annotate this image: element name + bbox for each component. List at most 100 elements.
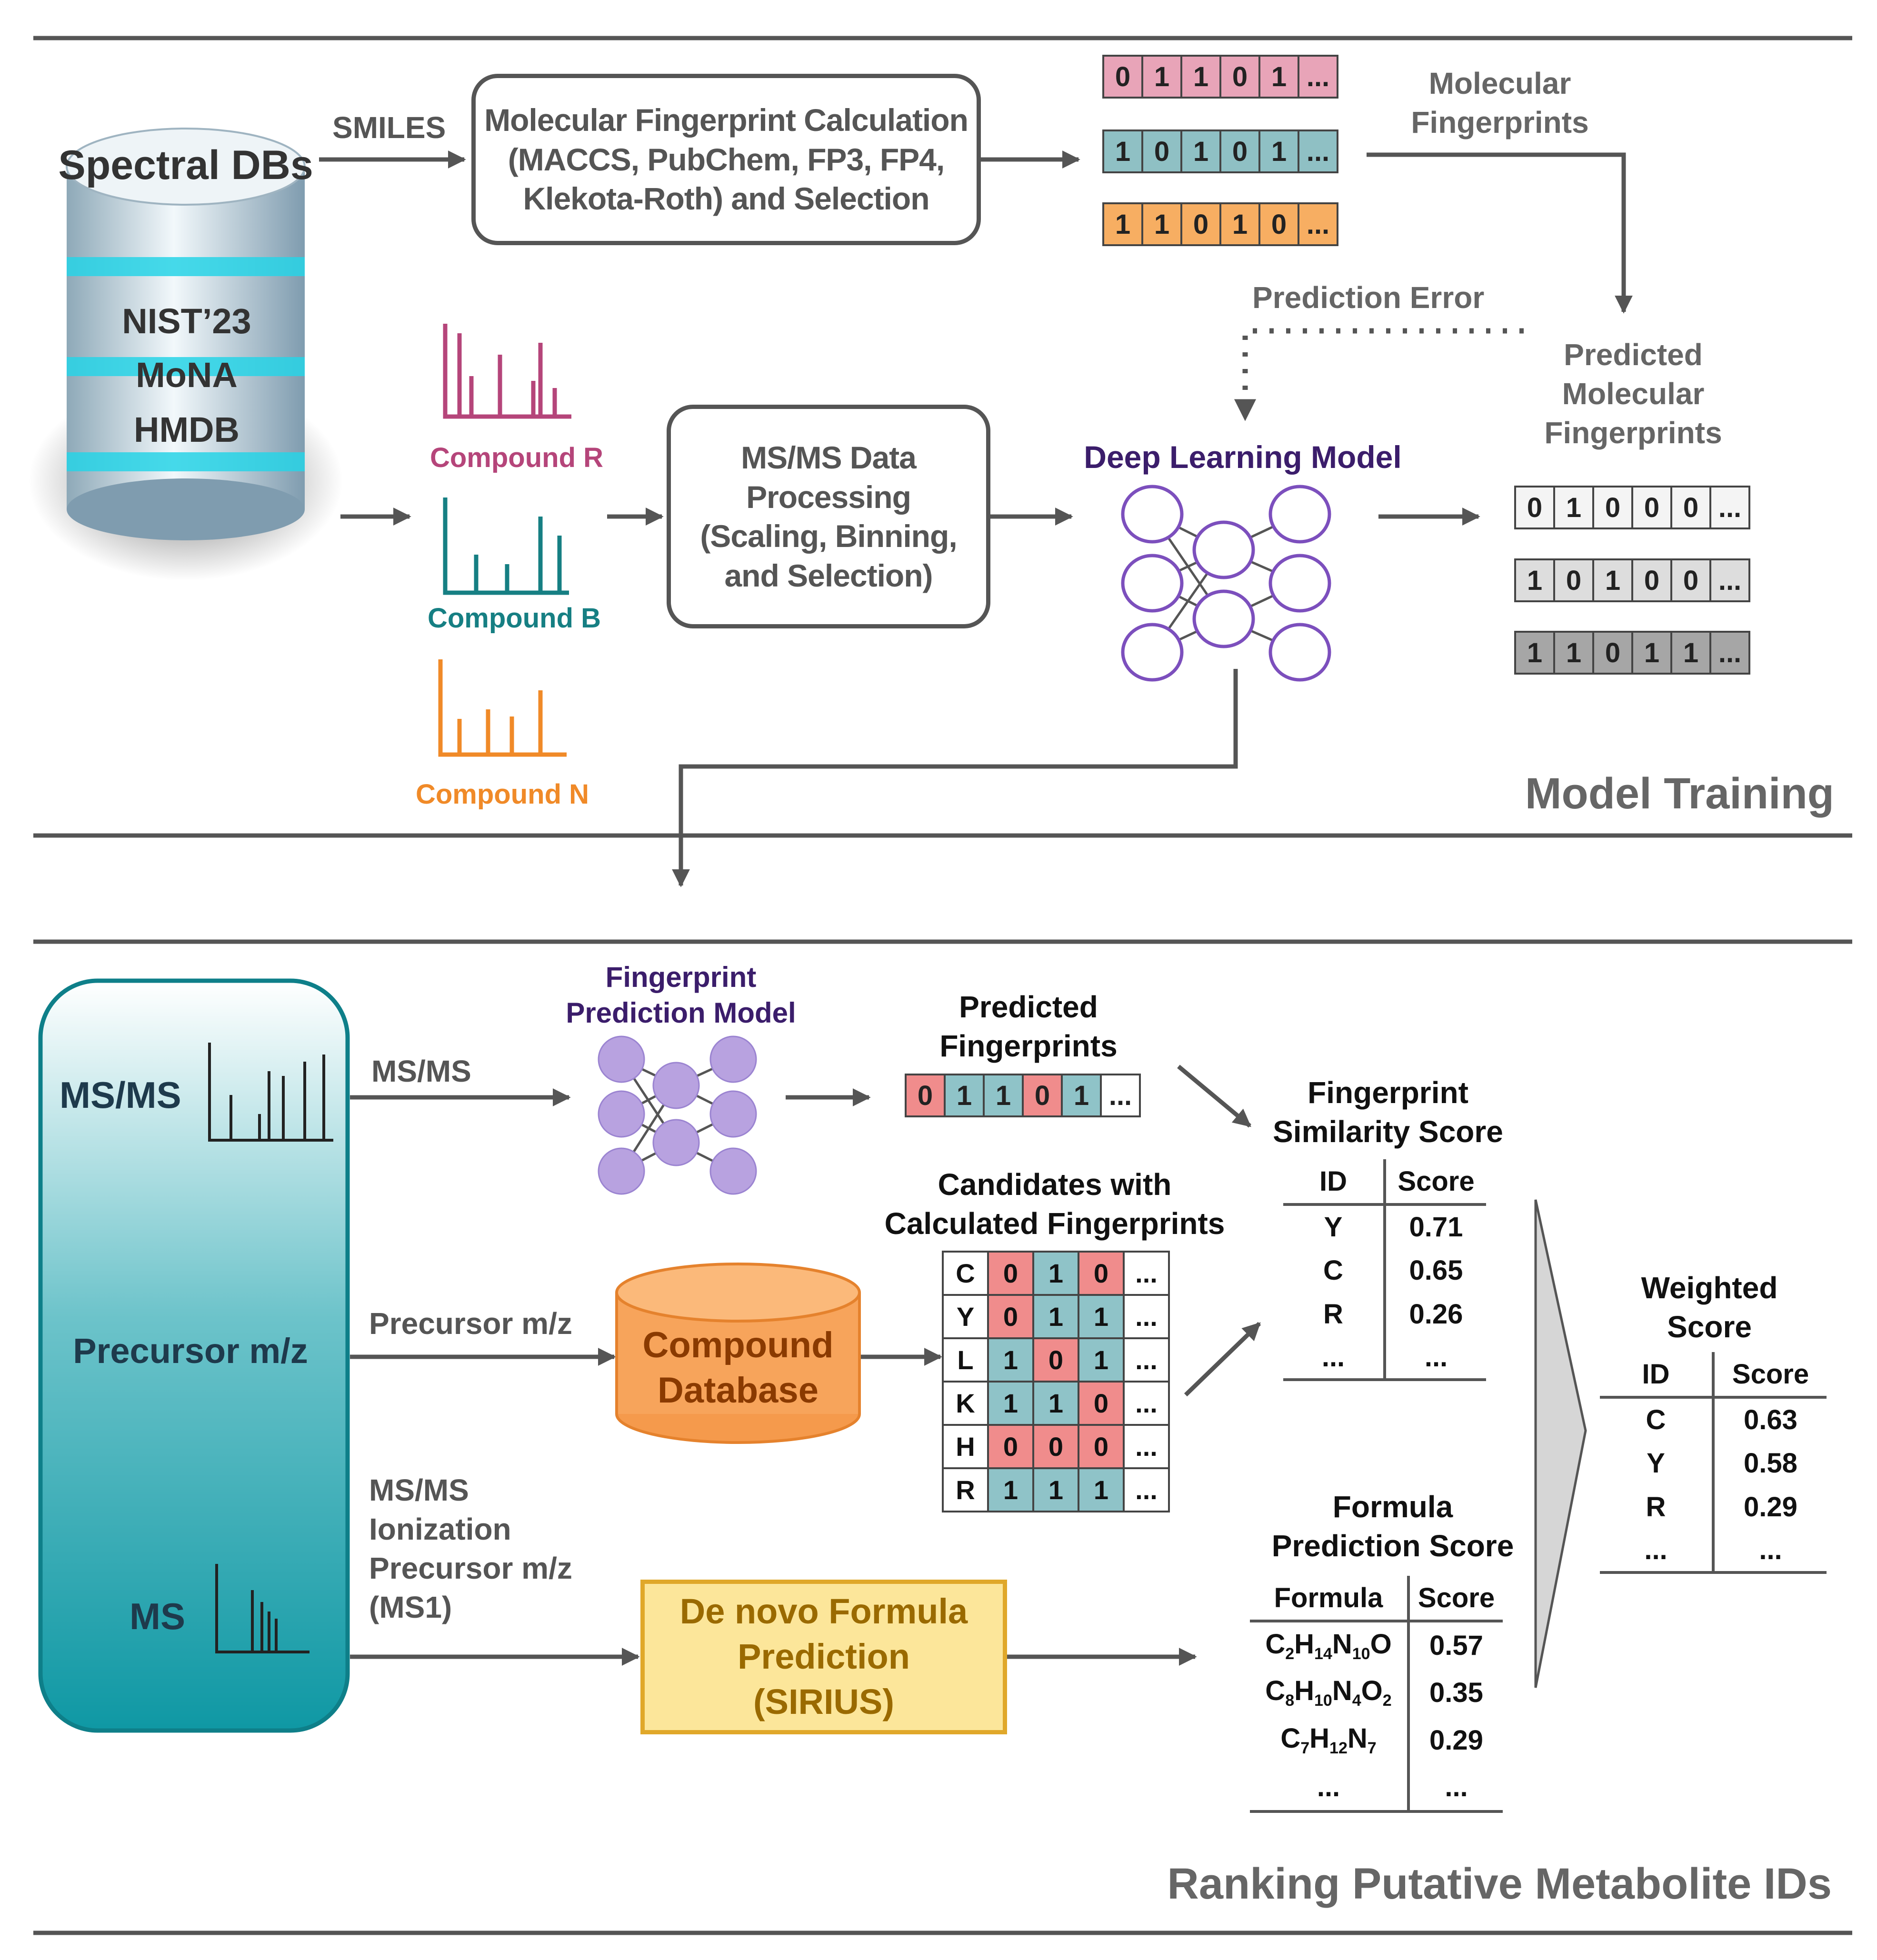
deep-learning-model-title: Deep Learning Model <box>1084 439 1402 475</box>
msms-arrow-label: MS/MS <box>371 1054 471 1088</box>
pfp1-bit-3: 0 <box>1592 486 1633 529</box>
precursor-arrow-label: Precursor m/z <box>369 1306 572 1341</box>
cell-score: 0.35 <box>1429 1677 1483 1708</box>
pfp2-more: ... <box>1709 558 1750 602</box>
ms-box-line-1: MS/MS Data <box>741 440 917 475</box>
fingerprint-row-3: 1 1 0 1 0 ... <box>1102 202 1338 246</box>
candidate-bit: 1 <box>1032 1294 1079 1339</box>
predicted-fp-row-3: 1 1 0 1 1 ... <box>1514 631 1750 675</box>
candidate-bit: 1 <box>987 1337 1034 1383</box>
candidate-bit: 0 <box>987 1424 1034 1469</box>
candidate-more: ... <box>1123 1251 1170 1296</box>
table-row: L 1 0 1 ... <box>942 1337 1170 1383</box>
fp3-bit-5: 0 <box>1258 202 1299 246</box>
fp-prediction-nodes <box>598 1035 757 1195</box>
candidate-id: R <box>942 1467 989 1512</box>
input-panel <box>38 978 350 1733</box>
table-row: R 1 1 1 ... <box>942 1467 1170 1512</box>
cell-score: ... <box>1713 1529 1827 1574</box>
pfp2-bit-5: 0 <box>1670 558 1711 602</box>
cell-score: ... <box>1385 1336 1486 1381</box>
predicted-fp-row-2: 1 0 1 0 0 ... <box>1514 558 1750 602</box>
rfp-bit-5: 1 <box>1061 1074 1102 1117</box>
calc-box-line-1: Molecular Fingerprint Calculation <box>484 102 968 138</box>
candidate-bit: 1 <box>1078 1337 1125 1383</box>
db-item-hmdb: HMDB <box>134 410 240 449</box>
compound-n-label: Compound N <box>415 779 589 810</box>
candidate-id: Y <box>942 1294 989 1339</box>
column-header: Score <box>1408 1576 1503 1622</box>
pfp2-bit-4: 0 <box>1631 558 1672 602</box>
table-row: ...... <box>1283 1336 1486 1381</box>
cell-score: 0.65 <box>1409 1254 1463 1286</box>
table-row: ...... <box>1600 1529 1827 1574</box>
pfp2-bit-1: 1 <box>1514 558 1555 602</box>
candidate-bit: 1 <box>987 1381 1034 1426</box>
candidate-bit: 0 <box>987 1294 1034 1339</box>
candidate-bit: 1 <box>1032 1381 1079 1426</box>
cell-score: 0.29 <box>1744 1491 1797 1522</box>
fp3-more: ... <box>1298 202 1338 246</box>
table-row: K 1 1 0 ... <box>942 1381 1170 1426</box>
fp3-bit-3: 0 <box>1180 202 1221 246</box>
candidate-id: H <box>942 1424 989 1469</box>
db-item-nist: NIST’23 <box>122 301 251 341</box>
pfp2-bit-2: 0 <box>1553 558 1594 602</box>
ranking-arrows <box>350 1065 1261 1666</box>
compound-database-icon <box>615 1263 861 1444</box>
panel-precursor-label: Precursor m/z <box>73 1331 308 1371</box>
column-header: Formula <box>1250 1576 1410 1622</box>
smiles-label: SMILES <box>332 110 446 145</box>
cell-score: 0.63 <box>1744 1404 1797 1435</box>
pfp1-bit-4: 0 <box>1631 486 1672 529</box>
candidate-bit: 0 <box>1032 1424 1079 1469</box>
table-row: C 0.65 <box>1283 1248 1486 1292</box>
pfp1-more: ... <box>1709 486 1750 529</box>
table-row: R 0.29 <box>1600 1485 1827 1529</box>
compound-r-label: Compound R <box>429 442 604 473</box>
fp2-more: ... <box>1298 129 1338 173</box>
candidate-id: C <box>942 1251 989 1296</box>
cell-id: C <box>1283 1248 1386 1292</box>
table-row: H 0 0 0 ... <box>942 1424 1170 1469</box>
ms-box-line-2: Processing <box>746 479 911 515</box>
formula-cell-3: C7H12N7 <box>1250 1716 1410 1764</box>
table-row: ID Score <box>1283 1159 1486 1206</box>
pfp3-bit-2: 1 <box>1553 631 1594 675</box>
cell-score: ... <box>1408 1764 1503 1813</box>
rfp-bit-4: 0 <box>1022 1074 1063 1117</box>
fp1-bit-3: 1 <box>1180 55 1221 99</box>
pfp3-bit-3: 0 <box>1592 631 1633 675</box>
cell-score: 0.57 <box>1429 1630 1483 1661</box>
candidate-id: L <box>942 1337 989 1383</box>
candidate-bit: 1 <box>1078 1294 1125 1339</box>
model-training-title: Model Training <box>1525 769 1834 818</box>
candidate-more: ... <box>1123 1294 1170 1339</box>
calc-box-line-3: Klekota-Roth) and Selection <box>523 181 929 217</box>
deep-learning-nodes <box>1121 485 1331 682</box>
fingerprint-calculation-box: Molecular Fingerprint Calculation (MACCS… <box>471 74 981 245</box>
fingerprint-row-1: 0 1 1 0 1 ... <box>1102 55 1338 99</box>
db-title: Spectral DBs <box>58 142 313 188</box>
prediction-error-dotted-arrow <box>1234 328 1524 421</box>
combine-chevron <box>1534 1199 1587 1688</box>
ms-box-line-3: (Scaling, Binning, <box>700 518 957 554</box>
candidate-bit: 1 <box>1032 1467 1079 1512</box>
compound-r-spectrum <box>443 324 571 419</box>
rfp-bit-3: 1 <box>983 1074 1024 1117</box>
cell-id: R <box>1600 1485 1715 1529</box>
pfp1-bit-1: 0 <box>1514 486 1555 529</box>
fingerprint-row-2: 1 0 1 0 1 ... <box>1102 129 1338 173</box>
